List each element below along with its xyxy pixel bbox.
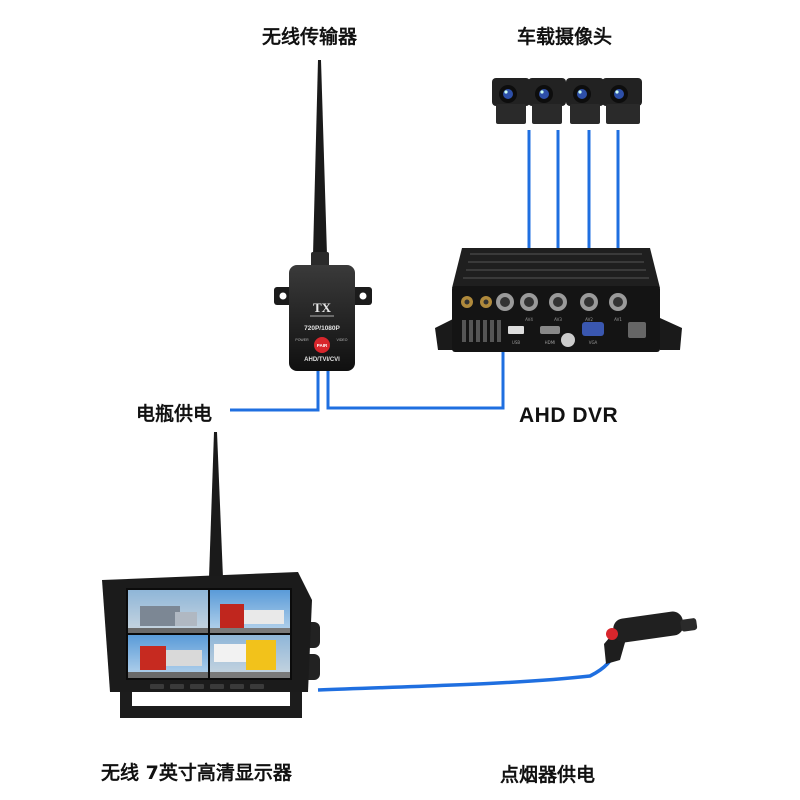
camera-4: [602, 78, 642, 124]
dvr-usb-label: USB: [512, 340, 520, 345]
transmitter-resolution: 720P/1080P: [304, 325, 340, 332]
dvr-vga-label: VGA: [589, 340, 598, 345]
camera-3: [566, 78, 604, 124]
quad-camera-view: [128, 590, 290, 678]
plug-led: [606, 628, 618, 640]
dvr-usb-port: [508, 326, 524, 334]
monitor-buttons: [150, 684, 264, 689]
antenna: [313, 60, 327, 255]
dvr-vga-port: [582, 322, 604, 336]
dvr-cam-label-3: AV2: [585, 317, 593, 322]
transmitter-dvr-cable: [326, 340, 505, 410]
monitor-power-cable: [317, 649, 618, 692]
monitor-stand: [120, 690, 302, 718]
pair-button: [314, 337, 330, 353]
ahd-dvr: AV4 AV3 AV2 AV1 USB HDMI VGA: [435, 248, 682, 352]
dvr-camera-ports: [496, 293, 627, 311]
dvr-cam-label-1: AV4: [525, 317, 533, 322]
cigarette-power-label: 点烟器供电: [500, 764, 596, 786]
dvr-label: AHD DVR: [519, 404, 619, 427]
transmitter-signal: AHD/TVI/CVI: [304, 357, 340, 363]
camera-group: [492, 78, 642, 124]
cameras-label: 车载摄像头: [517, 26, 613, 48]
battery-power-label: 电瓶供电: [136, 403, 213, 425]
monitor-label: 无线 7英寸高清显示器: [101, 762, 292, 784]
dvr-hdmi-port: [540, 326, 560, 334]
cables: [230, 130, 620, 692]
dvr-hdmi-label: HDMI: [545, 340, 556, 345]
monitor-antenna: [209, 432, 223, 578]
transmitter-body: [289, 265, 355, 371]
transmitter-port-right: VIDEO: [337, 338, 348, 342]
transmitter-brand: TX: [313, 300, 332, 315]
pair-label: PAIR: [317, 343, 328, 348]
wireless-transmitter: TX 720P/1080P PAIR POWER VIDEO AHD/TVI/C…: [274, 60, 372, 371]
wireless-monitor: [102, 432, 320, 718]
battery-power-cable: [230, 370, 320, 412]
dvr-cam-label-2: AV3: [554, 317, 562, 322]
transmitter-port-left: POWER: [295, 338, 309, 342]
camera-1: [492, 78, 530, 124]
dvr-cam-label-4: AV1: [614, 317, 622, 322]
transmitter-label: 无线传输器: [262, 26, 358, 48]
cigarette-lighter-plug: [604, 611, 698, 664]
camera-2: [528, 78, 566, 124]
